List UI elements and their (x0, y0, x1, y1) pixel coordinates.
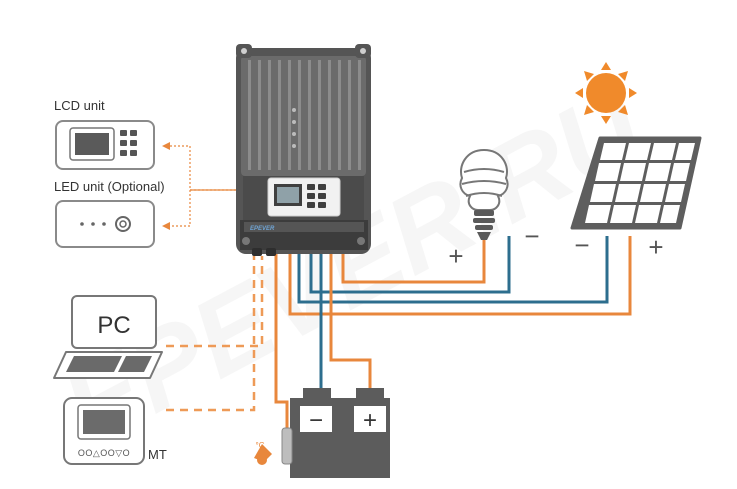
load-minus-label: − (524, 221, 539, 251)
solar-panel-icon (570, 136, 702, 230)
pv-plus-label: + (648, 232, 663, 262)
load-plus-label: + (448, 241, 463, 271)
led-unit-label: LED unit (Optional) (54, 179, 165, 194)
sun-icon (575, 62, 637, 124)
lightbulb-icon (459, 148, 509, 240)
pc-label: PC (97, 312, 130, 339)
battery-plus-label: + (363, 407, 377, 434)
pc-comm-line (166, 256, 264, 348)
solar-charge-controller-icon: EPEVER (236, 44, 371, 256)
lcd-unit-label: LCD unit (54, 98, 105, 113)
pv-minus-label: − (574, 230, 589, 260)
temp-sensor-wire (274, 252, 289, 430)
battery-icon (290, 388, 390, 478)
svg-text:OO△OO▽O: OO△OO▽O (78, 448, 130, 458)
lcd-link (164, 145, 248, 191)
lcd-remote-meter-icon (55, 120, 155, 170)
wires (274, 236, 632, 430)
load-negative-wire (309, 236, 511, 294)
svg-text:EPEVER: EPEVER (250, 226, 275, 232)
laptop-icon (53, 295, 163, 379)
battery-positive-wire (329, 252, 372, 390)
temperature-sensor-icon (254, 427, 293, 465)
comm-lines (166, 256, 264, 412)
led-unit-icon (55, 200, 155, 248)
load-positive-wire (341, 240, 486, 284)
pv-positive-wire (288, 236, 632, 316)
mt-comm-line (166, 256, 256, 412)
mt-meter-icon: OO△OO▽O (63, 397, 145, 465)
mt-label: MT (148, 447, 167, 462)
led-link (164, 190, 191, 227)
temp-unit-label: °C (256, 441, 265, 450)
pv-negative-wire (297, 236, 609, 304)
battery-minus-label: − (309, 407, 323, 434)
